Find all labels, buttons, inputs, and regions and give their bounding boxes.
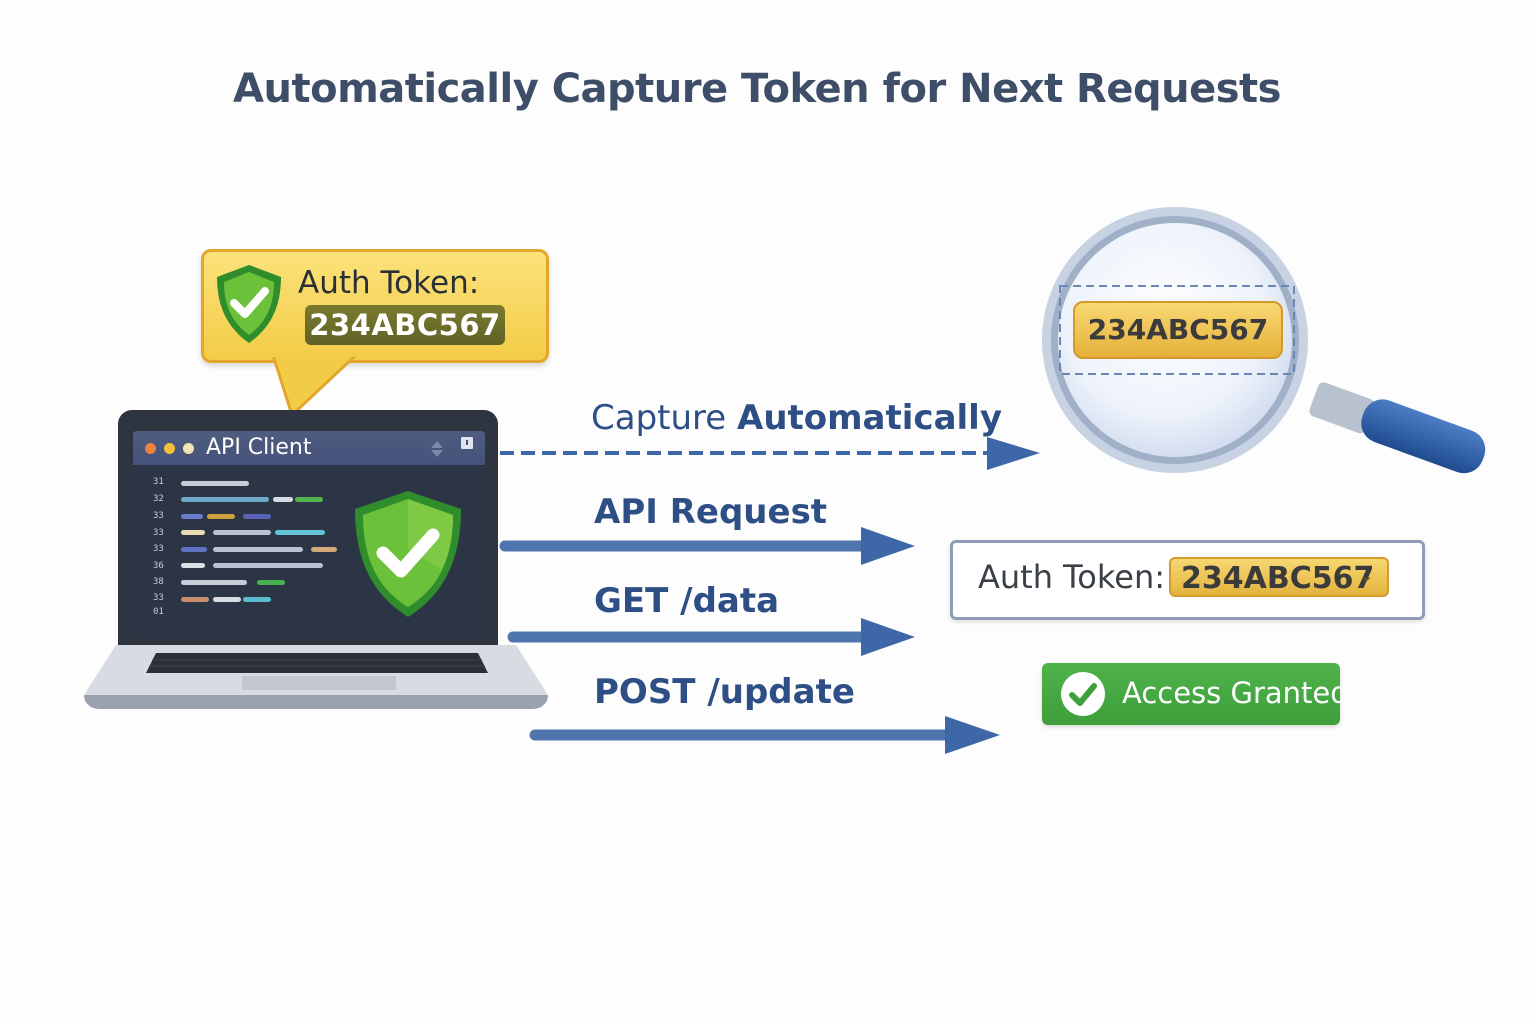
line-number: 01 bbox=[153, 607, 164, 617]
line-number: 38 bbox=[153, 577, 164, 587]
code-line bbox=[295, 497, 323, 502]
window-close-icon[interactable] bbox=[145, 443, 156, 454]
line-number: 33 bbox=[153, 528, 164, 538]
flow-arrows bbox=[499, 437, 1040, 754]
page-title: Automatically Capture Token for Next Req… bbox=[233, 66, 1281, 112]
capture-label-emphasis: Automatically bbox=[737, 398, 1002, 438]
code-line bbox=[181, 530, 205, 535]
capture-label-prefix: Capture bbox=[591, 398, 727, 438]
line-number: 33 bbox=[153, 511, 164, 521]
code-line bbox=[243, 597, 271, 602]
api-client-title: API Client bbox=[206, 435, 312, 460]
code-line bbox=[273, 497, 293, 502]
get-data-label: GET /data bbox=[594, 581, 780, 621]
capture-label: Capture Automatically bbox=[591, 398, 1002, 438]
code-line bbox=[257, 580, 285, 585]
line-number: 33 bbox=[153, 593, 164, 603]
access-granted-label: Access Granted bbox=[1122, 676, 1349, 710]
laptop-screen: API Client 31 32 33 33 33 36 38 33 01 bbox=[133, 431, 485, 638]
code-line bbox=[181, 597, 209, 602]
code-line bbox=[181, 580, 247, 585]
line-number: 33 bbox=[153, 544, 164, 554]
window-minimize-icon[interactable] bbox=[164, 443, 175, 454]
code-line bbox=[243, 514, 271, 519]
code-line bbox=[213, 597, 241, 602]
line-number: 32 bbox=[153, 494, 164, 504]
api-request-label: API Request bbox=[594, 492, 828, 532]
lock-icon[interactable] bbox=[461, 437, 473, 451]
tooltip-token: 234ABC567 bbox=[305, 305, 505, 345]
tooltip-label: Auth Token: bbox=[298, 265, 480, 301]
line-number: 36 bbox=[153, 561, 164, 571]
code-line bbox=[213, 563, 323, 568]
api-client-titlebar: API Client bbox=[133, 431, 485, 465]
magnified-token: 234ABC567 bbox=[1073, 301, 1283, 359]
chevron-down-icon[interactable]: ⌄ bbox=[1360, 566, 1374, 585]
post-update-label: POST /update bbox=[594, 672, 855, 712]
code-line bbox=[181, 514, 203, 519]
shield-check-icon bbox=[217, 265, 281, 343]
check-circle-icon bbox=[1061, 672, 1105, 716]
code-line bbox=[275, 530, 325, 535]
tooltip-tail bbox=[271, 355, 359, 418]
code-line bbox=[311, 547, 337, 552]
line-number: 31 bbox=[153, 477, 164, 487]
auth-token-field-label: Auth Token: bbox=[978, 558, 1165, 596]
auth-token-field-value[interactable]: 234ABC567 bbox=[1169, 557, 1389, 597]
code-line bbox=[181, 497, 269, 502]
code-line bbox=[181, 481, 249, 486]
code-line bbox=[213, 530, 271, 535]
code-line bbox=[213, 547, 303, 552]
laptop-base bbox=[84, 645, 548, 709]
code-line bbox=[181, 547, 207, 552]
sort-icon[interactable] bbox=[429, 440, 445, 458]
window-maximize-icon[interactable] bbox=[183, 443, 194, 454]
code-line bbox=[181, 563, 205, 568]
shield-check-icon bbox=[355, 491, 461, 617]
code-line bbox=[207, 514, 235, 519]
